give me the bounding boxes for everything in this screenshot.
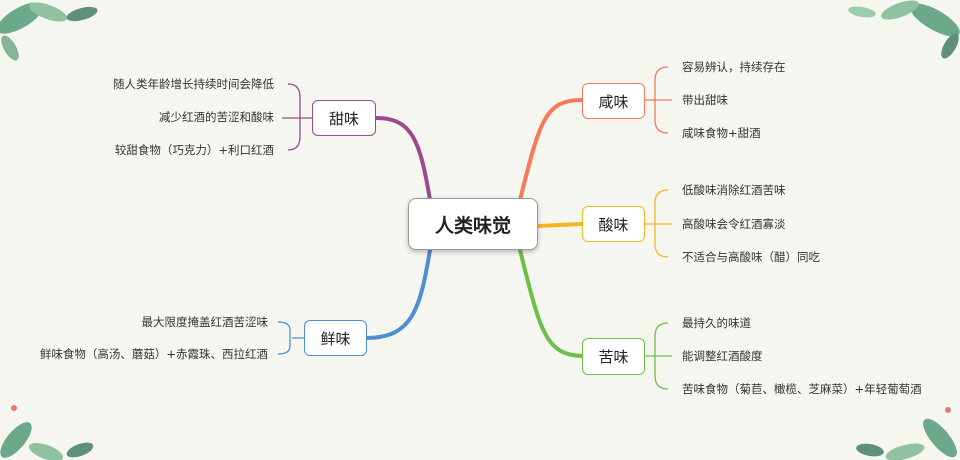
leaf-umami-1[interactable]: 最大限度掩盖红酒苦涩味	[142, 315, 269, 329]
leaf-umami-2[interactable]: 鲜味食物（高汤、蘑菇）+赤霞珠、西拉红酒	[40, 347, 268, 361]
branch-line-sweet	[376, 118, 430, 200]
corner-foliage-top-right	[847, 0, 960, 61]
corner-foliage-top-left	[0, 0, 99, 63]
leaf-bitter-2[interactable]: 能调整红酒酸度	[682, 349, 763, 363]
leaf-sweet-1[interactable]: 随人类年龄增长持续时间会降低	[113, 77, 274, 91]
leaf-connector-sour	[645, 190, 672, 257]
branch-line-umami	[366, 250, 430, 338]
leaf-salty-1[interactable]: 容易辨认，持续存在	[682, 60, 786, 74]
leaf-sour-3[interactable]: 不适合与高酸味（醋）同吃	[682, 250, 820, 264]
leaf-salty-3[interactable]: 咸味食物+甜酒	[682, 126, 761, 140]
leaf-sweet-2[interactable]: 减少红酒的苦涩和酸味	[159, 110, 274, 124]
branch-line-sour	[538, 224, 582, 226]
corner-foliage-bottom-right	[855, 407, 960, 460]
leaf-bitter-1[interactable]: 最持久的味道	[682, 316, 751, 330]
leaf-bitter-3[interactable]: 苦味食物（菊苣、橄榄、芝麻菜）+年轻葡萄酒	[682, 382, 922, 396]
leaf-sour-1[interactable]: 低酸味消除红酒苦味	[682, 183, 786, 197]
branch-node-sour[interactable]: 酸味	[582, 206, 645, 242]
leaf-connector-bitter	[645, 323, 672, 389]
leaf-connector-umami	[278, 322, 304, 354]
branch-line-bitter	[520, 250, 582, 356]
branch-line-salty	[520, 100, 582, 200]
branch-node-sweet[interactable]: 甜味	[312, 100, 376, 136]
branch-node-bitter[interactable]: 苦味	[582, 338, 645, 375]
corner-foliage-bottom-left	[0, 405, 95, 460]
leaf-salty-2[interactable]: 带出甜味	[682, 93, 728, 107]
branch-node-salty[interactable]: 咸味	[582, 83, 645, 119]
leaf-connector-salty	[645, 67, 672, 133]
central-topic[interactable]: 人类味觉	[408, 198, 538, 250]
leaf-sweet-3[interactable]: 较甜食物（巧克力）+利口红酒	[115, 143, 274, 157]
leaf-sour-2[interactable]: 高酸味会令红酒寡淡	[682, 217, 786, 231]
leaf-connector-sweet	[282, 84, 312, 150]
branch-node-umami[interactable]: 鲜味	[304, 320, 367, 356]
